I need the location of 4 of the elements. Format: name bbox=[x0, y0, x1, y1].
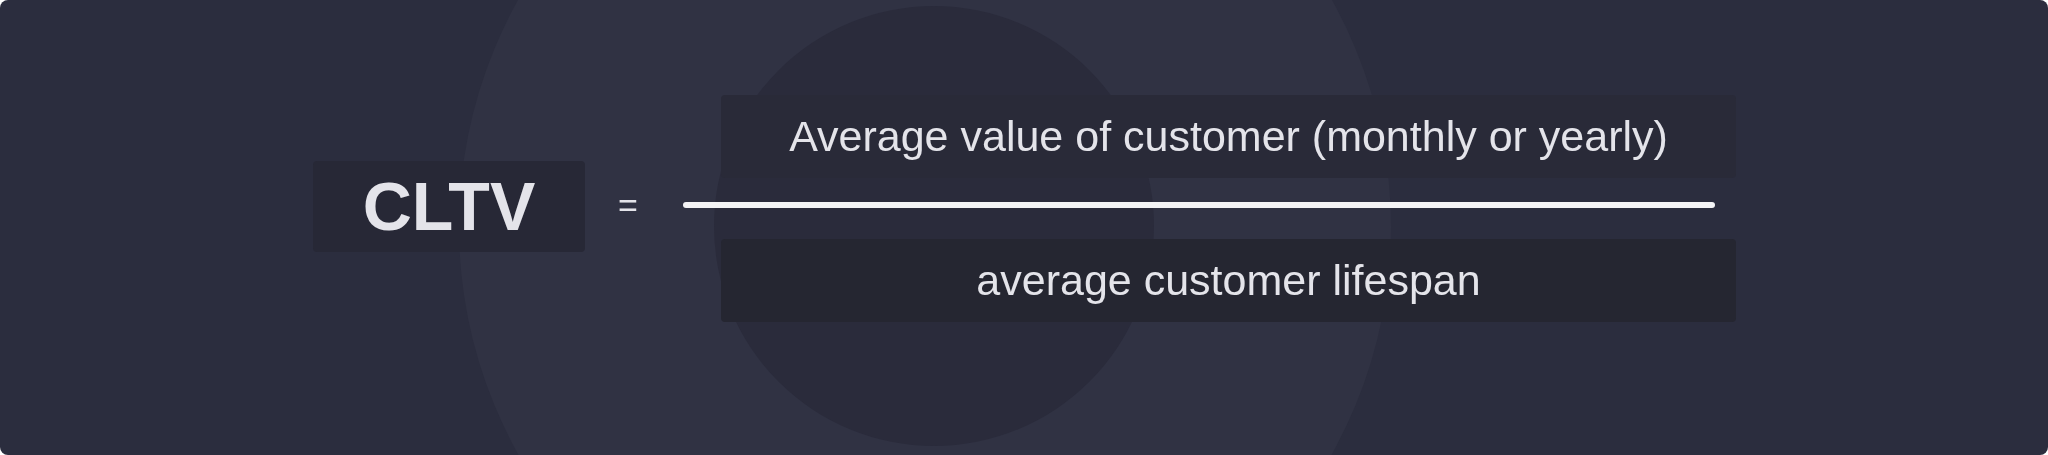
denominator-text: average customer lifespan bbox=[976, 255, 1481, 306]
numerator-text: Average value of customer (monthly or yearly) bbox=[789, 111, 1668, 162]
variable-name: CLTV bbox=[362, 167, 536, 246]
equals-sign: = bbox=[617, 184, 639, 226]
